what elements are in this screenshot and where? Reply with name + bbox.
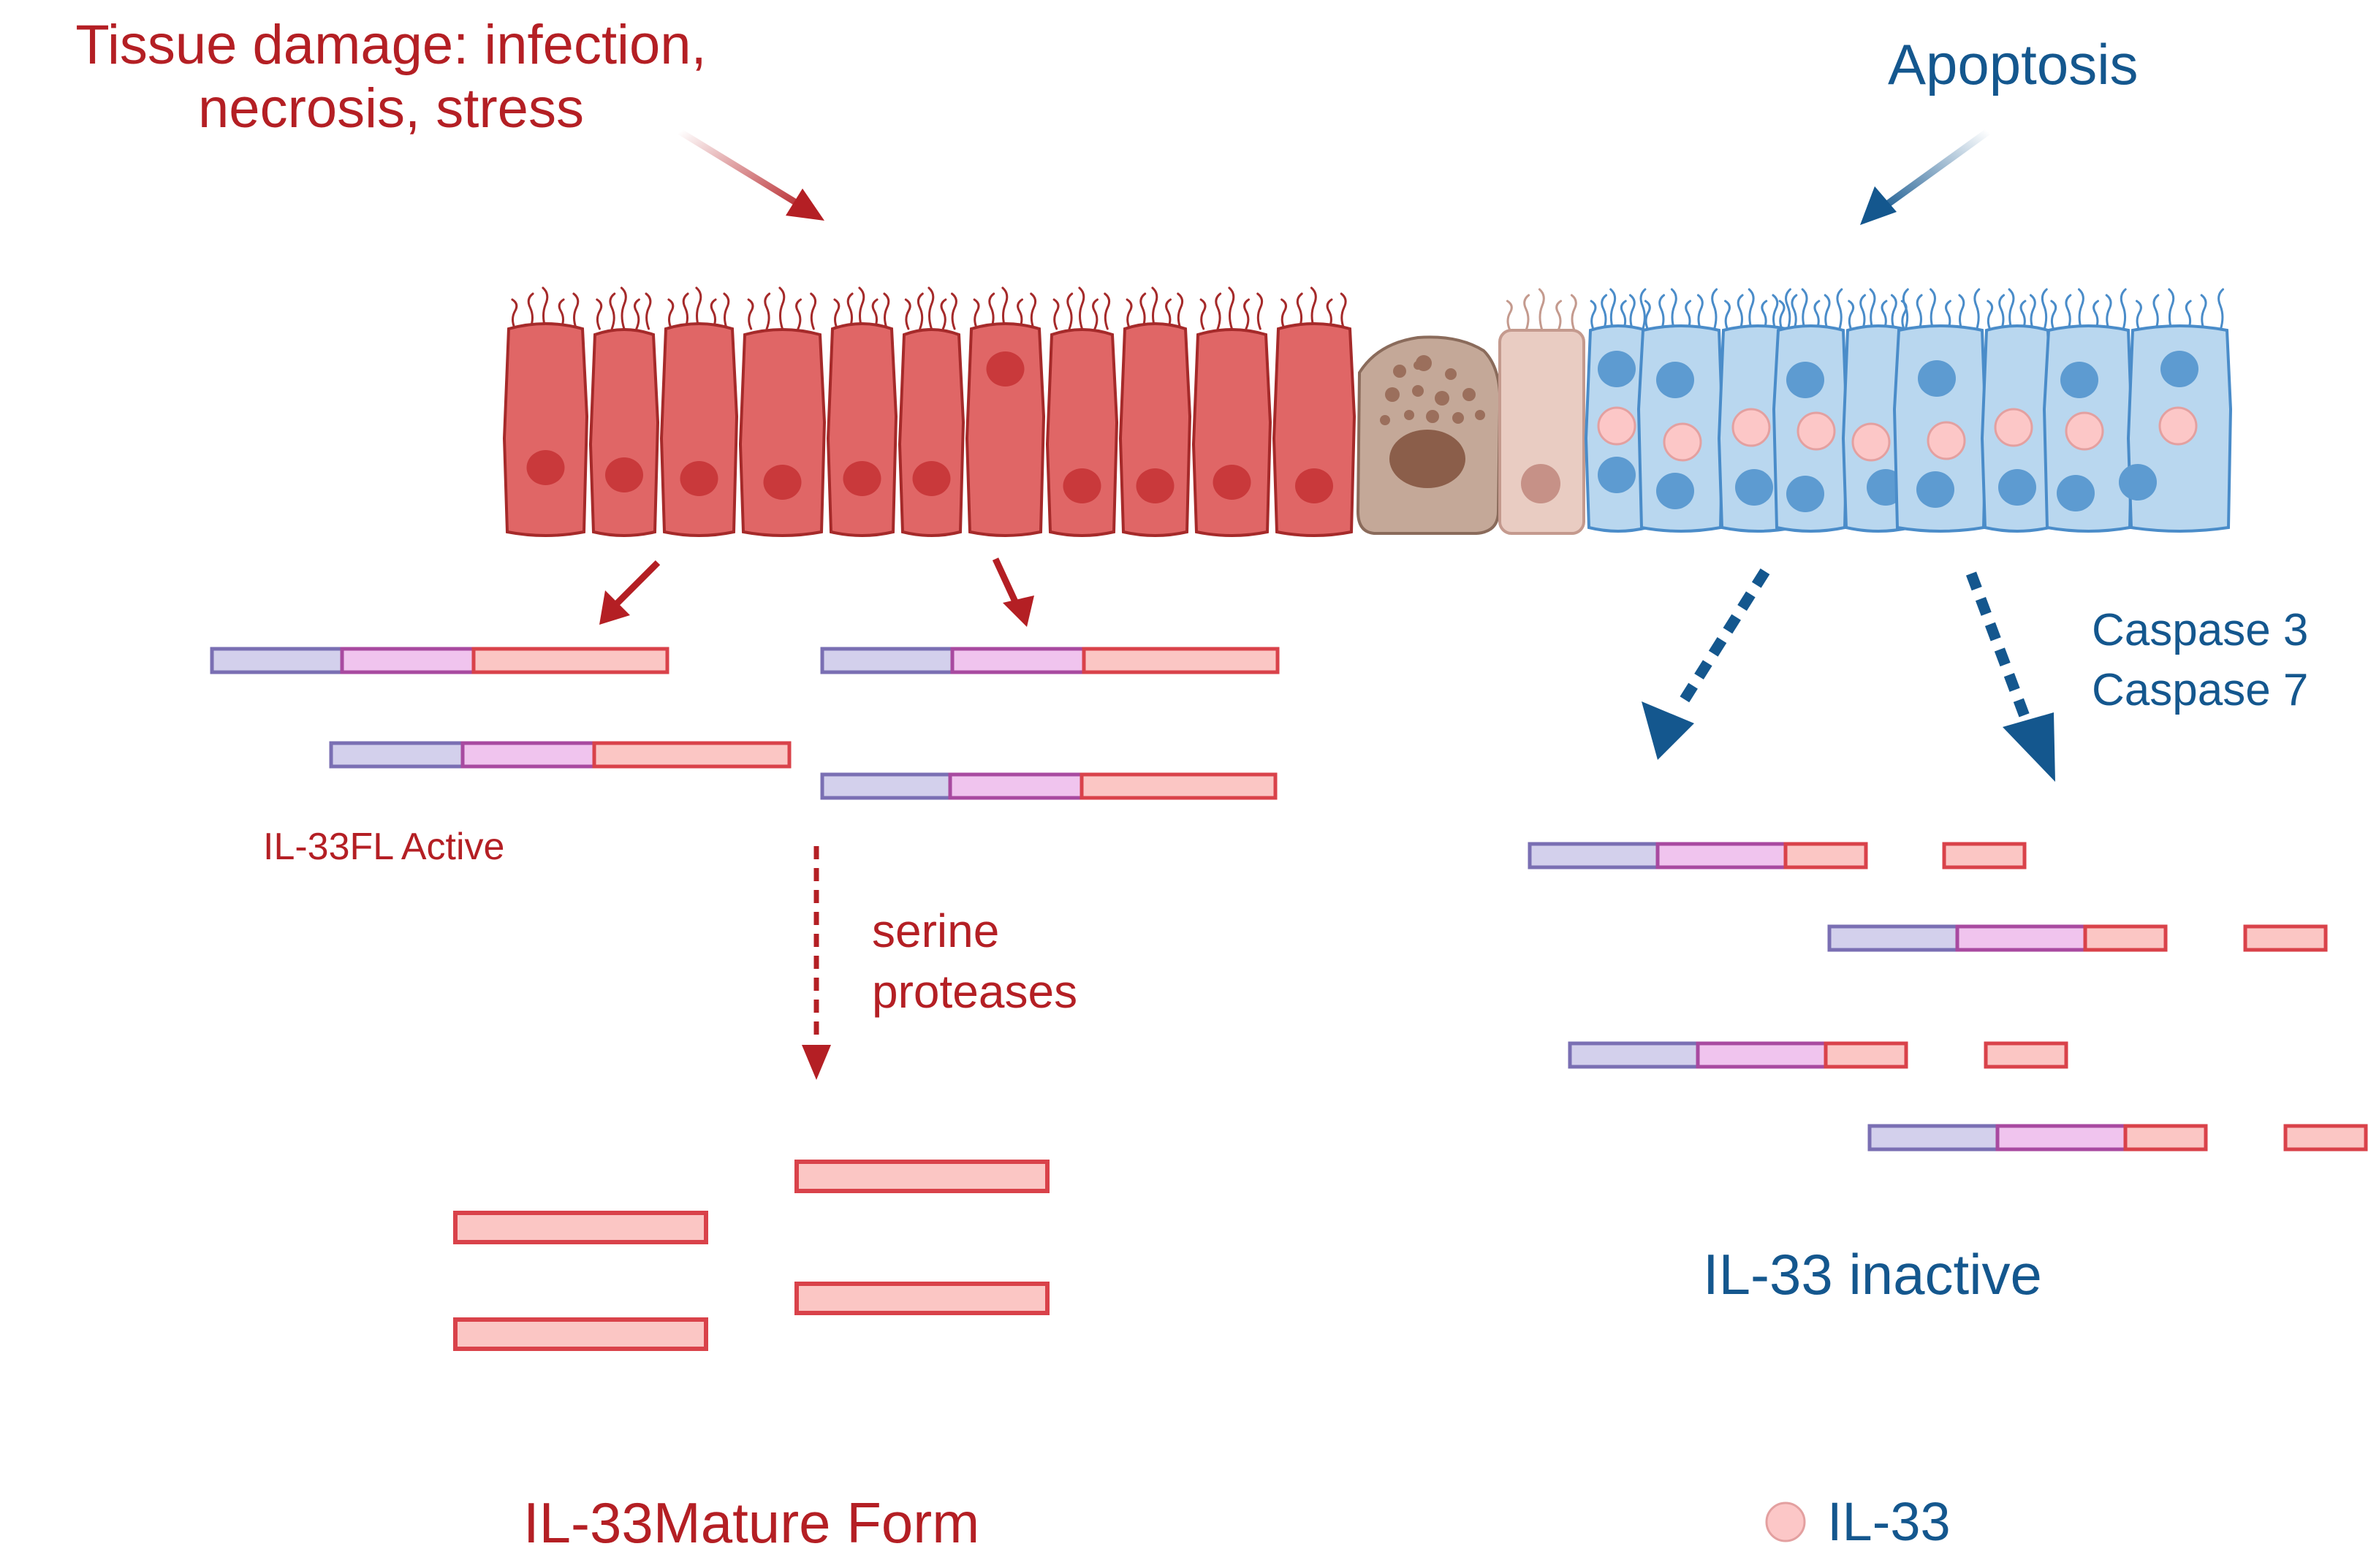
damaged-cell (588, 328, 660, 537)
caspase-arrow-left (1642, 568, 1770, 760)
il33-full-length (820, 772, 1278, 800)
il33-cleaved (1867, 1124, 2368, 1152)
il33-dot (1851, 422, 1891, 462)
damaged-cell (1191, 328, 1272, 537)
epithelium (502, 286, 2233, 537)
il33-fragment (1942, 842, 2027, 869)
transitional-cell (1498, 288, 1585, 535)
tissue-damage-line1: Tissue damage: infection, (75, 14, 707, 76)
damaged-cell (738, 328, 827, 537)
il33-mature (794, 1160, 1050, 1193)
il33-dot (1796, 411, 1836, 451)
il33-mature (794, 1282, 1050, 1315)
il33fl-active-label: IL-33FL Active (263, 826, 505, 868)
il33-dot (1597, 406, 1636, 446)
il33-cleaved (1528, 842, 2027, 869)
damaged-cells (502, 286, 1357, 537)
damaged-cell (1045, 328, 1119, 537)
damaged-cell (898, 328, 965, 537)
apoptosis-arrow (1860, 128, 1990, 225)
tissue-damage-label: Tissue damage: infection, necrosis, stre… (29, 13, 753, 141)
serine-line1: serine (872, 905, 1000, 957)
mature-form-label: IL-33Mature Form (523, 1491, 980, 1555)
damaged-cell (965, 322, 1046, 537)
il33-dot (1663, 422, 1702, 462)
il33-full-length (210, 647, 669, 674)
caspase-3-label: Caspase 3 (2092, 605, 2309, 655)
legend-il33-label: IL-33 (1827, 1491, 1951, 1552)
il33-full-length-molecules (210, 647, 1280, 800)
serine-protease-arrow (802, 846, 831, 1080)
il33-mature (453, 1211, 708, 1244)
release-arrow-right (992, 557, 1034, 627)
tissue-damage-line2: necrosis, stress (198, 77, 584, 140)
il33-mature-molecules (453, 1160, 1050, 1351)
il33-mature (453, 1317, 708, 1351)
il33-dot (2158, 406, 2198, 446)
damaged-cell (1272, 322, 1357, 537)
damaged-cell (826, 322, 898, 537)
il33-inactive-label: IL-33 inactive (1703, 1242, 2042, 1306)
il33-full-length (820, 647, 1280, 674)
il33-fragment (2243, 924, 2328, 952)
goblet-cell (1356, 335, 1502, 535)
il33-fragment (2283, 1124, 2368, 1152)
damaged-cell (659, 322, 739, 537)
il33-fragment (1984, 1041, 2068, 1069)
tissue-damage-arrow (678, 129, 824, 221)
release-arrow-left (599, 560, 661, 625)
il33-cleaved (1568, 1041, 2068, 1069)
il33-dot (1927, 421, 1966, 460)
damaged-cell (502, 322, 589, 537)
apoptosis-label: Apoptosis (1888, 32, 2139, 96)
il33-dot-icon (1765, 1502, 1806, 1542)
il33-dot (2065, 411, 2104, 451)
damaged-cell (1118, 322, 1192, 537)
il33-cleaved-molecules (1528, 842, 2368, 1152)
il33-dot (1731, 408, 1771, 447)
serine-line2: proteases (872, 965, 1078, 1019)
serine-proteases-label: serine proteases (872, 901, 1077, 1022)
il33-cleaved (1827, 924, 2328, 952)
caspase-arrow-right (1965, 571, 2055, 782)
apoptotic-cells (1584, 288, 2233, 533)
caspase-label: Caspase 3 Caspase 7 (2092, 601, 2308, 721)
il33-dot (1994, 408, 2033, 447)
caspase-7-label: Caspase 7 (2092, 665, 2309, 716)
il33-full-length (329, 741, 792, 769)
